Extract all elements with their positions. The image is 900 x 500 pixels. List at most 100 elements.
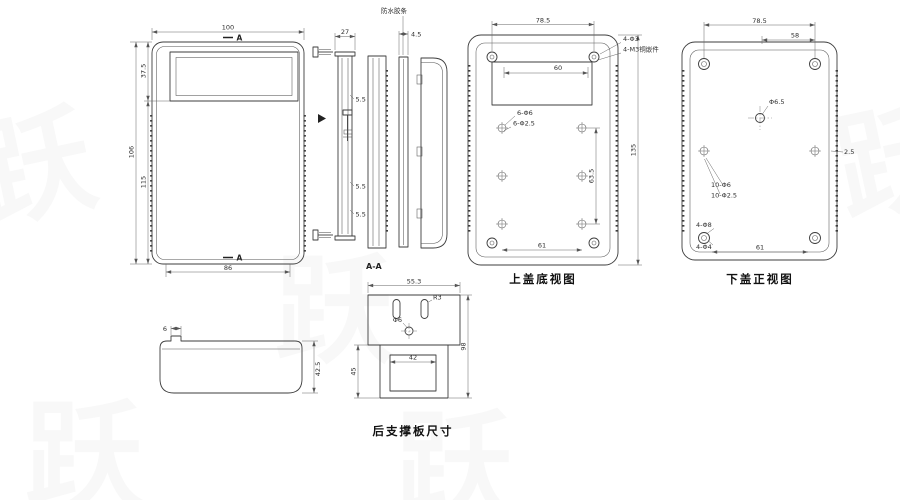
corner-screw-boss <box>809 232 821 244</box>
dim-boss-span-x: 61 <box>501 242 583 252</box>
boss-outer-label: 10-Φ6 <box>711 181 731 189</box>
front-height-total-label: 106 <box>128 146 136 158</box>
screw-icon <box>312 229 333 241</box>
corner-screw-boss <box>588 237 600 249</box>
rib3-label: 5.5 <box>356 211 366 219</box>
front-height-body-label: 115 <box>140 176 148 188</box>
rib-thickness-notes: 5.5 5.5 5.5 <box>349 94 366 219</box>
dim-lip: 6 <box>163 325 182 335</box>
mid-screw-boss <box>698 145 710 157</box>
profile-height-label: 42.5 <box>314 362 322 376</box>
corner-screw-boss <box>486 51 498 63</box>
bolt-icon <box>342 109 353 141</box>
screw-boss <box>496 218 508 230</box>
corner-holes-label: 4-Φ3 <box>623 35 639 43</box>
gasket-width-label: 4.5 <box>411 31 421 39</box>
hole-note-label: Φ6 <box>393 316 402 324</box>
center-hole: Φ6.5 <box>748 98 784 130</box>
watermark-glyph: 跃 <box>395 398 514 500</box>
rib1-label: 5.5 <box>356 96 366 104</box>
dim-window-width: 60 <box>503 64 589 78</box>
watermark-glyph: 跃 <box>0 88 107 248</box>
corner-hole-notes: 4-Φ8 4-Φ4 <box>696 221 715 251</box>
boss-span-x-label: 61 <box>538 242 546 250</box>
dim-cover-height: 135 <box>618 34 642 266</box>
total-height-label: 98 <box>460 342 468 350</box>
enclosure-front-inner-line <box>156 46 300 260</box>
corner-screw-boss <box>698 58 710 70</box>
waterproof-strip-note: 防水胶条 <box>381 6 408 55</box>
hole-span-x-label: 78.5 <box>536 17 550 25</box>
boss-inner-label: 10-Φ2.5 <box>711 192 737 200</box>
dim-bracket-width: 55.3 <box>367 278 461 293</box>
inserts-label: 4-M3铜嵌件 <box>623 45 659 54</box>
corner-inner-label: 4-Φ4 <box>696 243 712 251</box>
support-bracket-view: 55.3 R3 Φ6 45 98 42 后支撑板尺寸 <box>350 278 472 438</box>
front-bottom-width-label: 86 <box>224 264 232 272</box>
dim-profile-height: 42.5 <box>302 340 322 394</box>
flange-height-label: 45 <box>350 367 358 375</box>
section-marker-top: A <box>223 34 243 43</box>
boss-span-y-label: 63.5 <box>588 169 596 183</box>
side-inner-frame-part <box>367 55 388 249</box>
section-direction-arrow <box>318 114 326 123</box>
corner-screw-boss <box>809 58 821 70</box>
dim-flange-height: 45 <box>350 344 380 399</box>
front-height-top-label: 37.5 <box>140 64 148 78</box>
display-window-outer <box>169 51 299 102</box>
dim-cutout-width: 42 <box>389 354 437 364</box>
corner-hole-notes: 4-Φ3 4-M3铜嵌件 <box>597 35 659 61</box>
dim-hole-span-x: 78.5 <box>491 17 595 51</box>
bottom-span-label: 61 <box>756 244 764 252</box>
boss-outer-label: 6-Φ6 <box>517 109 533 117</box>
center-hole-label: Φ6.5 <box>769 98 784 106</box>
dim-side-depth: 27 <box>334 28 356 50</box>
bracket-slot <box>420 299 429 319</box>
screw-boss <box>496 122 508 134</box>
boss-inner-label: 6-Φ2.5 <box>513 120 535 128</box>
dim-bottom-span: 61 <box>711 244 809 254</box>
top-cover-bottom-view: 60 63.5 78.5 135 61 <box>467 17 659 286</box>
bracket-flange <box>379 345 449 399</box>
watermark-glyph: 跃 <box>823 81 900 241</box>
side-depth-label: 27 <box>341 28 349 36</box>
mid-screw-boss <box>809 145 821 157</box>
enclosure-front-outline <box>151 41 305 265</box>
bracket-caption: 后支撑板尺寸 <box>373 424 454 438</box>
top-cover-caption: 上盖底视图 <box>509 272 577 286</box>
shell-section-part <box>416 57 448 249</box>
lip-dim-label: 6 <box>163 325 167 333</box>
watermark-glyph: 跃 <box>25 388 144 500</box>
section-marker-bottom: A <box>223 254 243 263</box>
bottom-cover-front-view: Φ6.5 78.5 58 2.5 10-Φ6 10-Φ2.5 4-Φ8 <box>681 17 854 286</box>
gasket-strip-part <box>398 56 409 248</box>
window-width-label: 60 <box>554 64 562 72</box>
profile-view: 6 42.5 <box>159 325 322 394</box>
side-section-view: 27 5.5 5.5 5.5 防水胶条 4.5 <box>312 6 448 271</box>
dim-front-heights: 106 37.5 115 <box>128 41 170 265</box>
bracket-hole <box>401 323 417 339</box>
corner-screw-boss <box>588 51 600 63</box>
section-letter-top: A <box>237 34 243 43</box>
corner-screw-boss <box>486 237 498 249</box>
bottom-cover-caption: 下盖正视图 <box>726 272 794 286</box>
screw-boss <box>576 122 588 134</box>
bracket-slot <box>392 299 401 319</box>
profile-outline <box>159 335 303 394</box>
section-letter-bottom: A <box>237 254 243 263</box>
watermark: 跃 跃 跃 跃 跃 <box>0 81 900 500</box>
dim-front-bottom: 86 <box>165 264 291 277</box>
section-caption: A-A <box>366 262 383 271</box>
cutout-width-label: 42 <box>409 354 417 362</box>
bracket-width-label: 55.3 <box>407 278 421 286</box>
screw-boss <box>496 170 508 182</box>
boss-notes: 10-Φ6 10-Φ2.5 <box>704 157 737 200</box>
hole-span-x-label: 78.5 <box>752 17 766 25</box>
hole-note: Φ6 <box>393 316 408 328</box>
slot-radius-label: R3 <box>433 294 442 302</box>
edge-offset-note: 2.5 <box>830 148 854 156</box>
top-right-dim-label: 58 <box>791 32 799 40</box>
dim-gasket-width: 4.5 <box>398 31 421 55</box>
dim-front-width: 100 <box>151 24 305 40</box>
